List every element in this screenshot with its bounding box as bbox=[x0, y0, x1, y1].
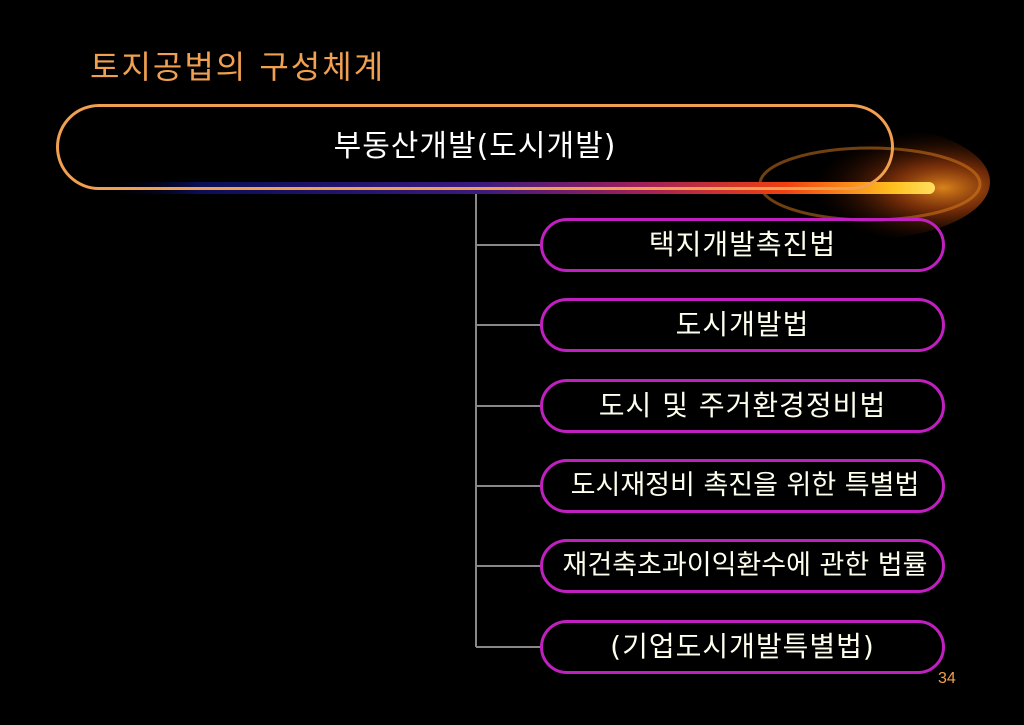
child-node-label: 재건축초과이익환수에 관한 법률 bbox=[562, 550, 928, 581]
root-node-frame bbox=[56, 104, 894, 190]
child-node-label: (기업도시개발특별법) bbox=[610, 630, 875, 663]
child-node-label: 도시개발법 bbox=[675, 308, 810, 341]
child-node-frame bbox=[540, 298, 945, 352]
child-node-frame bbox=[540, 620, 945, 674]
child-node-frame bbox=[540, 379, 945, 433]
slide-title: 토지공법의 구성체계 bbox=[90, 48, 386, 86]
root-node-label: 부동산개발(도시개발) bbox=[333, 129, 617, 164]
child-node-label: 택지개발촉진법 bbox=[648, 228, 837, 261]
child-node-label: 도시재정비 촉진을 위한 특별법 bbox=[570, 470, 920, 501]
page-number: 34 bbox=[938, 670, 956, 687]
child-node-label: 도시 및 주거환경정비법 bbox=[598, 389, 887, 422]
child-node-frame bbox=[540, 218, 945, 272]
child-node-frame bbox=[540, 539, 945, 593]
child-node-frame bbox=[540, 459, 945, 513]
